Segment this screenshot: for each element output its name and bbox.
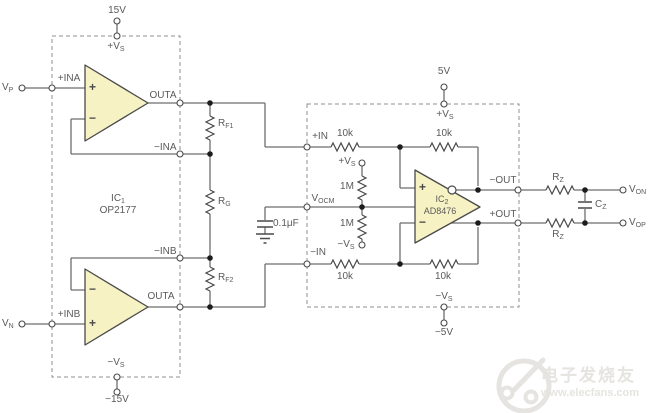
junction-dots — [207, 100, 588, 310]
minus-vs-left-label: −VS — [107, 357, 125, 369]
ic2-part-label: AD8476 — [423, 206, 457, 216]
vp-input-label: VP — [2, 82, 14, 94]
opamp-a-minus-input-label: − — [89, 111, 97, 125]
cz-label: CZ — [595, 199, 607, 211]
rg-label: RG — [218, 196, 231, 208]
plus-vs-1m-label: +VS — [338, 156, 356, 168]
ic2-ref-label: IC2 — [435, 194, 449, 206]
rail-neg5v-label: −5V — [434, 327, 454, 338]
rail-5v-label: 5V — [437, 66, 451, 77]
r10k-top-left-label: 10k — [336, 128, 354, 139]
minus-inb-pin-label: −INB — [154, 246, 177, 257]
minus-out-pin-label: −OUT — [489, 175, 517, 186]
terminal-circles — [18, 17, 627, 396]
von-output-label: VON — [629, 184, 647, 196]
opamp-a-plus-input-label: + — [89, 80, 97, 94]
rz-bottom-label: RZ — [552, 229, 564, 241]
opamp-b-shape — [84, 268, 149, 346]
resistor-1m-top-shape — [356, 175, 368, 201]
ic2-plus-input-label: + — [419, 180, 427, 194]
resistor-10k-bottom-left-shape — [330, 258, 360, 270]
rf2-label: RF2 — [218, 272, 234, 284]
ic2-minus-input-label: − — [419, 215, 427, 229]
resistor-1m-bottom-shape — [356, 214, 368, 240]
watermark-title: 电子发烧友 — [541, 366, 636, 385]
minus-vs-right-label: −VS — [435, 291, 453, 303]
ic1-ref-label: IC1 — [111, 193, 125, 205]
minus-in-pin-label: −IN — [310, 247, 326, 258]
vocm-pin-label: VOCM — [311, 193, 335, 205]
rf1-label: RF1 — [218, 118, 234, 130]
r10k-bottom-right-label: 10k — [434, 271, 452, 282]
resistor-rf1-shape — [204, 115, 216, 141]
vop-output-label: VOP — [629, 217, 646, 229]
r10k-top-right-label: 10k — [435, 128, 453, 139]
r10k-bottom-left-label: 10k — [336, 271, 354, 282]
rail-15v-label: 15V — [108, 5, 126, 16]
inverting-output-bubble — [447, 185, 457, 195]
opamp-a-shape — [84, 64, 149, 142]
watermark-logo — [496, 357, 552, 413]
plus-inb-pin-label: +INB — [57, 309, 81, 320]
minus-vs-1m-label: −VS — [337, 239, 355, 251]
rail-neg15v-label: −15V — [105, 394, 129, 405]
resistor-rf2-shape — [204, 266, 216, 292]
watermark-url: www.elecfans.com — [541, 387, 640, 399]
resistor-rz-bottom-shape — [545, 217, 575, 229]
cap-01uf-label: 0.1μF — [273, 218, 299, 229]
capacitor-01uf-shape — [257, 220, 273, 228]
plus-ina-pin-label: +INA — [57, 73, 81, 84]
resistor-10k-top-left-shape — [330, 141, 360, 153]
rz-top-label: RZ — [552, 172, 564, 184]
resistor-rz-top-shape — [545, 184, 575, 196]
plus-in-pin-label: +IN — [312, 131, 328, 142]
resistor-rg-shape — [204, 189, 216, 215]
opamp-b-plus-input-label: + — [89, 316, 97, 330]
ic1-part-label: OP2177 — [99, 205, 137, 216]
r1m-top-label: 1M — [340, 181, 354, 192]
plus-vs-right-label: +VS — [436, 109, 454, 121]
opamp-b-minus-input-label: − — [89, 282, 97, 296]
plus-out-pin-label: +OUT — [489, 209, 517, 220]
r1m-bottom-label: 1M — [340, 218, 354, 229]
resistor-10k-top-right-shape — [429, 141, 459, 153]
outa-pin-label: OUTA — [149, 90, 177, 101]
wires-left-block — [25, 24, 304, 389]
capacitor-cz-shape — [578, 201, 592, 209]
ic2-amp-shape — [414, 169, 481, 244]
outb-pin-label: OUTA — [147, 291, 175, 302]
plus-vs-left-label: +VS — [107, 41, 125, 53]
vn-input-label: VN — [2, 318, 14, 330]
ground-symbol — [256, 233, 274, 244]
minus-ina-pin-label: −INA — [154, 142, 177, 153]
resistor-10k-bottom-right-shape — [429, 258, 459, 270]
